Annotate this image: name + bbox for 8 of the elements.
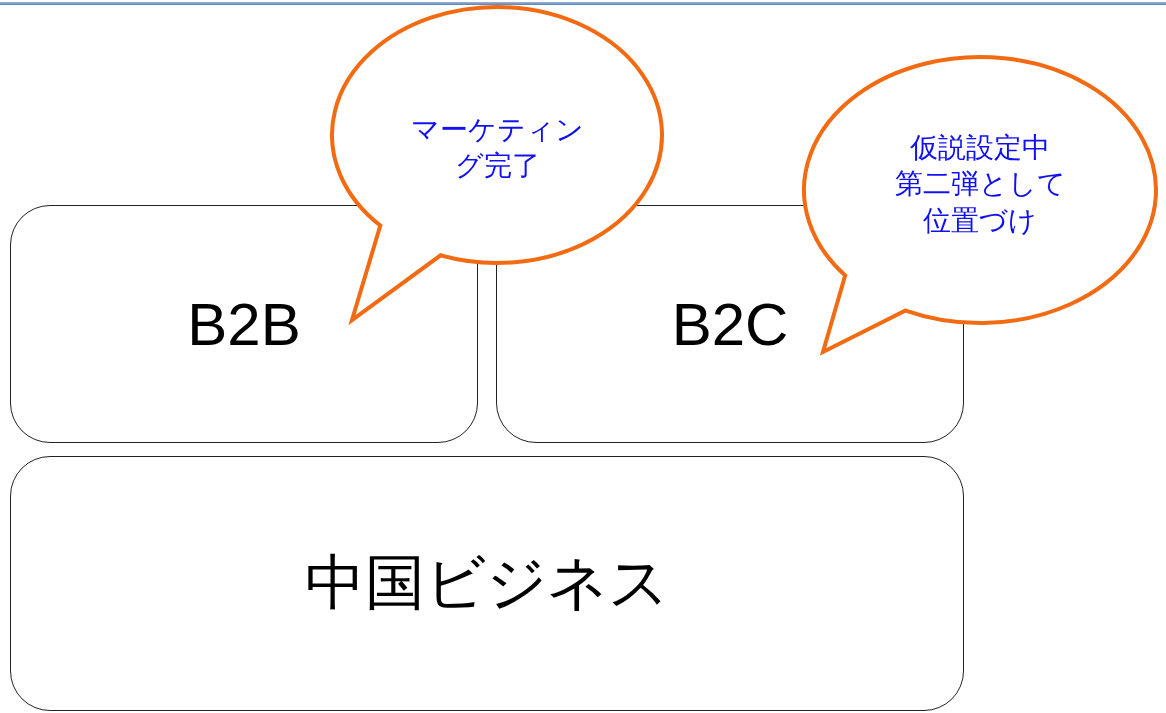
bubble-text: 第二弾として位置づけ: [893, 166, 1067, 240]
box-label: B2B: [187, 289, 301, 359]
box-label: B2C: [671, 289, 789, 359]
bubble-text: 仮説設定中: [909, 130, 1051, 167]
rounded-box: [10, 456, 964, 711]
rounded-box: [10, 205, 478, 443]
box-label: 中国ビジネス: [305, 548, 669, 618]
bubble-text: マーケティング完了: [409, 111, 585, 184]
